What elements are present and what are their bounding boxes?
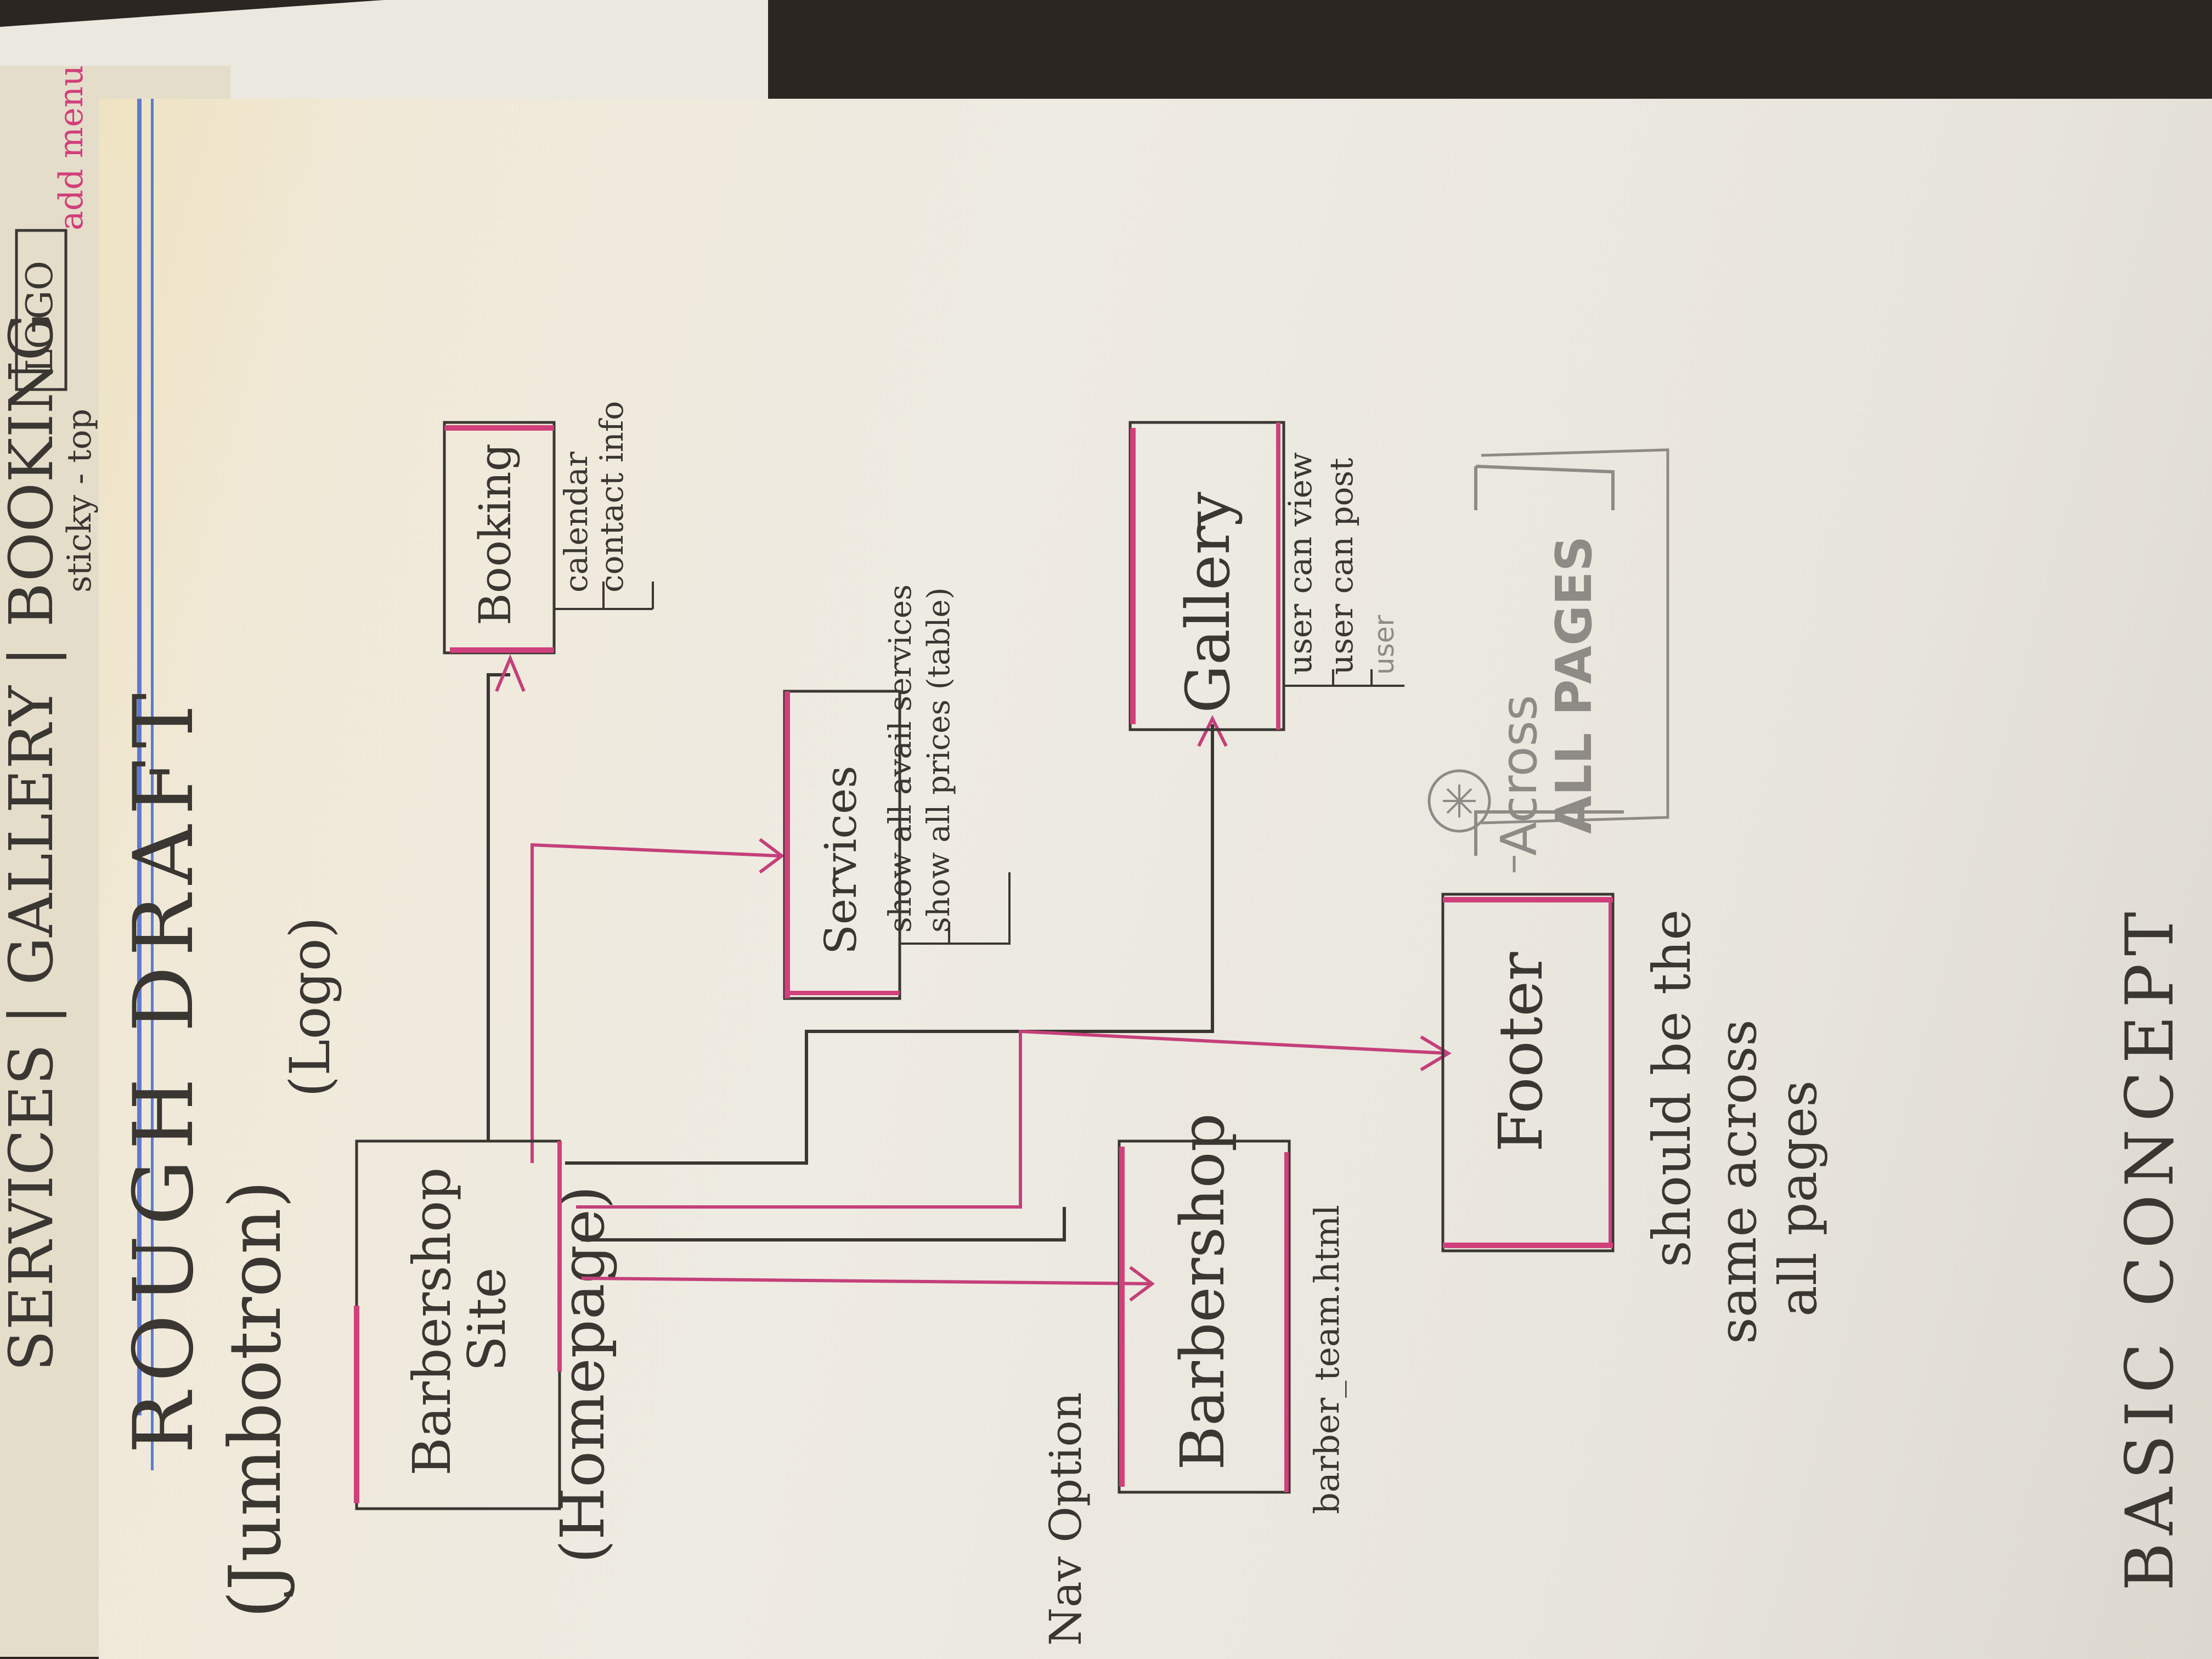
connector-team-1 <box>582 1207 1066 1242</box>
connector-booking <box>487 673 510 1141</box>
node-services: Services show all avail services show al… <box>783 584 1011 1000</box>
gallery-note-3: user <box>1368 614 1400 675</box>
team-file: barber_team.html <box>1307 1205 1347 1514</box>
title-group: ROUGH DRAFT <box>116 684 212 1454</box>
services-note-2: show all prices (table) <box>921 588 957 933</box>
basic-concept-caption: BASIC CONCEPT <box>2112 904 2188 1591</box>
connector-team-2 <box>581 1277 1153 1285</box>
blue-guide-line <box>137 99 142 1415</box>
connector-gallery <box>565 724 1214 1165</box>
home-label-line1: Barbershop <box>402 1167 462 1476</box>
sketch-paper <box>99 99 2212 1659</box>
node-home: Barbershop Site <box>354 1139 562 1510</box>
connector-services <box>531 843 780 1163</box>
connector-footer <box>576 1029 1449 1209</box>
team-label: Barbershop <box>1167 1113 1238 1470</box>
caption-group: BASIC CONCEPT <box>2112 904 2188 1591</box>
footer-label: Footer <box>1486 952 1556 1152</box>
arrow-footer <box>1420 1035 1452 1071</box>
connectors <box>487 673 1449 1285</box>
sticky-note: sticky - top <box>60 409 99 592</box>
pink-note: add menu <box>52 65 91 230</box>
arrow-gallery <box>1197 715 1228 747</box>
node-barbershop-team: Barbershop barber_team.html <box>1118 1113 1347 1514</box>
arrowheads <box>495 654 1452 1302</box>
bracket-line2: ALL PAGES <box>1545 536 1603 834</box>
services-label: Services <box>815 766 866 955</box>
nav-bar-text: SERVICES | GALLERY | BOOKING <box>0 313 66 1372</box>
booking-note-1: calendar <box>557 452 595 592</box>
top-strip: SERVICES | GALLERY | BOOKING sticky - to… <box>0 65 99 1372</box>
footer-note-line2: same across <box>1708 1019 1768 1344</box>
gallery-note-2: user can post <box>1323 458 1360 675</box>
services-note-1: show all avail services <box>883 584 918 933</box>
gallery-note-1: user can view <box>1282 452 1319 675</box>
node-booking: Booking calendar contact info <box>443 401 654 654</box>
bracket-line1: Across <box>1491 695 1548 856</box>
nav-option-note: Nav Option <box>1040 1392 1091 1646</box>
draft-title: ROUGH DRAFT <box>116 684 212 1454</box>
asterisk-circle <box>1427 769 1491 833</box>
gallery-label: Gallery <box>1173 492 1243 713</box>
logo-box-label: LOGO <box>19 261 61 373</box>
logo-note: (Logo) <box>278 917 342 1097</box>
node-footer: Footer should be the same across all pag… <box>1441 893 1829 1344</box>
logo-box <box>15 229 67 391</box>
arrow-services <box>759 838 785 874</box>
node-gallery: Gallery user can view user can post user <box>1128 421 1404 731</box>
booking-note-2: contact info <box>593 401 630 592</box>
arrow-booking <box>495 654 526 692</box>
footer-note-line3: all pages <box>1768 1080 1829 1317</box>
jumbotron-note: (Jumbotron) <box>213 1181 297 1618</box>
booking-label: Booking <box>470 443 521 625</box>
pencil-bracket: Across ALL PAGES <box>1427 448 1669 872</box>
footer-note-line1: should be the <box>1642 909 1702 1267</box>
blue-guide-line-2 <box>151 99 154 1470</box>
arrow-team <box>1129 1266 1155 1302</box>
home-label-line2: Site <box>457 1267 517 1372</box>
